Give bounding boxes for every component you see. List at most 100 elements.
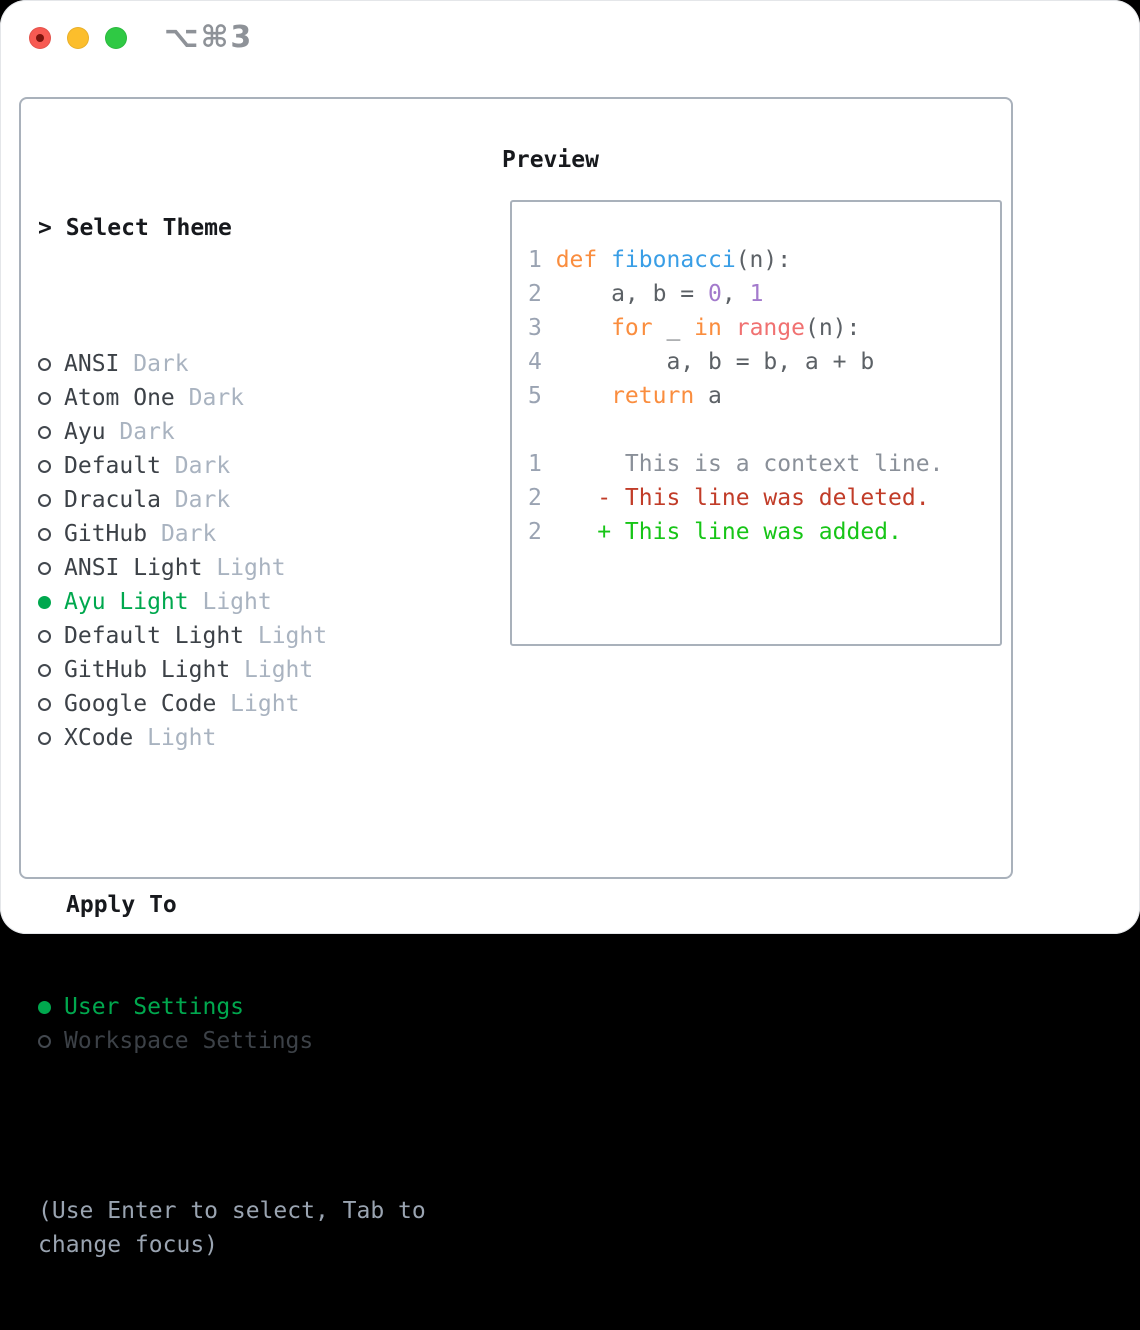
option-label: Atom One: [64, 381, 175, 415]
code-segment: (n):: [736, 247, 791, 273]
theme-option-ayu-light[interactable]: Ayu Light Light: [38, 585, 478, 619]
radio-icon: [38, 528, 51, 541]
code-segment: range: [736, 315, 805, 341]
code-segment: [556, 383, 611, 409]
code-line: 1 This is a context line.: [528, 447, 1000, 481]
keyboard-hint: (Use Enter to select, Tab to change focu…: [38, 1194, 478, 1262]
theme-option-default[interactable]: Default Dark: [38, 449, 478, 483]
variant-badge: Light: [189, 585, 272, 619]
theme-option-github[interactable]: GitHub Dark: [38, 517, 478, 551]
code-segment: def: [556, 247, 611, 273]
code-line: [528, 413, 1000, 447]
titlebar: ⌥⌘3: [0, 0, 1140, 75]
line-number: 2: [528, 481, 542, 515]
code-line: 2 + This line was added.: [528, 515, 1000, 549]
code-segment: ,: [722, 281, 750, 307]
option-label: XCode: [64, 721, 133, 755]
variant-badge: Light: [216, 687, 299, 721]
option-label: Ayu: [64, 415, 106, 449]
radio-icon: [38, 664, 51, 677]
theme-option-default-light[interactable]: Default Light Light: [38, 619, 478, 653]
close-button[interactable]: [29, 27, 51, 49]
option-label: Dracula: [64, 483, 161, 517]
code-segment: a, b = b, a + b: [556, 349, 875, 375]
code-segment: 1: [750, 281, 764, 307]
code-segment: (n):: [805, 315, 860, 341]
option-label: User Settings: [64, 990, 244, 1024]
radio-icon: [38, 562, 51, 575]
variant-badge: Dark: [161, 449, 230, 483]
theme-option-ansi[interactable]: ANSI Dark: [38, 347, 478, 381]
option-label: Google Code: [64, 687, 216, 721]
code-line: 5 return a: [528, 379, 1000, 413]
theme-option-dracula[interactable]: Dracula Dark: [38, 483, 478, 517]
option-label: Default Light: [64, 619, 244, 653]
theme-option-github-light[interactable]: GitHub Light Light: [38, 653, 478, 687]
zoom-button[interactable]: [105, 27, 127, 49]
variant-badge: Light: [202, 551, 285, 585]
variant-badge: Dark: [119, 347, 188, 381]
option-label: Default: [64, 449, 161, 483]
variant-badge: Light: [230, 653, 313, 687]
code-segment: - This line was deleted.: [556, 485, 930, 511]
code-segment: in: [694, 315, 722, 341]
variant-badge: Dark: [161, 483, 230, 517]
minimize-button[interactable]: [67, 27, 89, 49]
variant-badge: Dark: [175, 381, 244, 415]
variant-badge: Light: [133, 721, 216, 755]
code-line: 2 a, b = 0, 1: [528, 277, 1000, 311]
code-segment: [722, 315, 736, 341]
option-label: Ayu Light: [64, 585, 189, 619]
line-number: 3: [528, 311, 542, 345]
line-number: 1: [528, 243, 542, 277]
code-segment: This is a context line.: [556, 451, 944, 477]
prompt-caret-icon: >: [38, 215, 66, 241]
code-segment: _: [653, 315, 695, 341]
variant-badge: Dark: [147, 517, 216, 551]
line-number: 5: [528, 379, 542, 413]
radio-selected-icon: [38, 1001, 51, 1014]
radio-icon: [38, 460, 51, 473]
preview-title: Preview: [502, 143, 599, 177]
theme-option-xcode[interactable]: XCode Light: [38, 721, 478, 755]
line-number: 2: [528, 277, 542, 311]
code-segment: return: [611, 383, 694, 409]
option-label: ANSI Light: [64, 551, 202, 585]
radio-icon: [38, 1035, 51, 1048]
line-number: 2: [528, 515, 542, 549]
radio-icon: [38, 698, 51, 711]
theme-option-google-code[interactable]: Google Code Light: [38, 687, 478, 721]
theme-picker-title: > Select Theme: [38, 211, 478, 245]
radio-selected-icon: [38, 596, 51, 609]
option-label: ANSI: [64, 347, 119, 381]
code-segment: 0: [708, 281, 722, 307]
code-line: 4 a, b = b, a + b: [528, 345, 1000, 379]
variant-badge: Dark: [106, 415, 175, 449]
radio-icon: [38, 358, 51, 371]
code-line: 2 - This line was deleted.: [528, 481, 1000, 515]
option-label: GitHub: [64, 517, 147, 551]
option-label: Workspace Settings: [64, 1024, 313, 1058]
window-title-shortcut: ⌥⌘3: [164, 20, 253, 55]
apply-to-title: Apply To: [38, 888, 478, 922]
line-number: 4: [528, 345, 542, 379]
theme-option-ayu[interactable]: Ayu Dark: [38, 415, 478, 449]
option-label: GitHub Light: [64, 653, 230, 687]
radio-icon: [38, 426, 51, 439]
apply-option-workspace-settings[interactable]: Workspace Settings: [38, 1024, 478, 1058]
code-segment: + This line was added.: [556, 519, 902, 545]
code-segment: for: [611, 315, 653, 341]
theme-option-ansi-light[interactable]: ANSI Light Light: [38, 551, 478, 585]
radio-icon: [38, 392, 51, 405]
code-segment: a: [694, 383, 722, 409]
theme-option-atom-one[interactable]: Atom One Dark: [38, 381, 478, 415]
apply-option-user-settings[interactable]: User Settings: [38, 990, 478, 1024]
variant-badge: Light: [244, 619, 327, 653]
